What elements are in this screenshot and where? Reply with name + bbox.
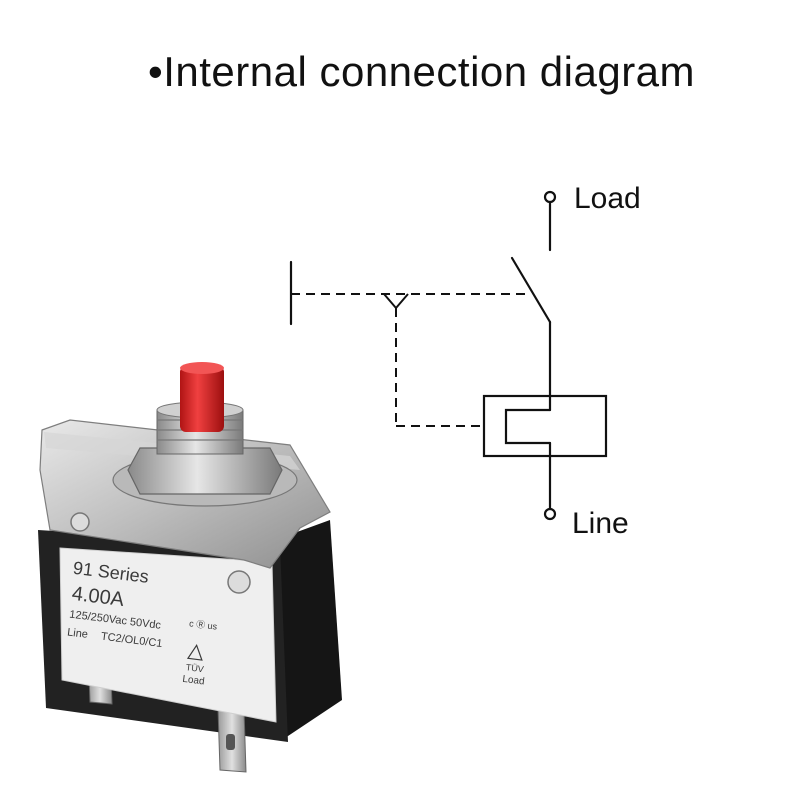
terminal-tab-right [217,707,247,773]
rivet-left [70,512,90,532]
thermal-element-box [482,394,608,458]
rivet-right [227,570,251,594]
load-label: Load [574,182,641,215]
line-terminal [543,507,557,521]
page-title: •Internal connection diagram [148,48,696,95]
load-text: Load [182,674,205,688]
ul-mark: c Ⓡ us [189,618,219,631]
tuv-mark: TÜV [185,662,204,674]
bimetal-element [504,408,552,445]
hex-nut [127,447,283,495]
product-label [59,547,277,723]
tuv-triangle-icon [186,643,203,661]
switch-blade [510,256,552,324]
mechanical-link-branch [383,293,409,310]
reset-button [180,366,224,432]
line-text: Line [66,626,88,640]
line-label: Line [572,507,629,540]
housing-side [275,520,342,740]
